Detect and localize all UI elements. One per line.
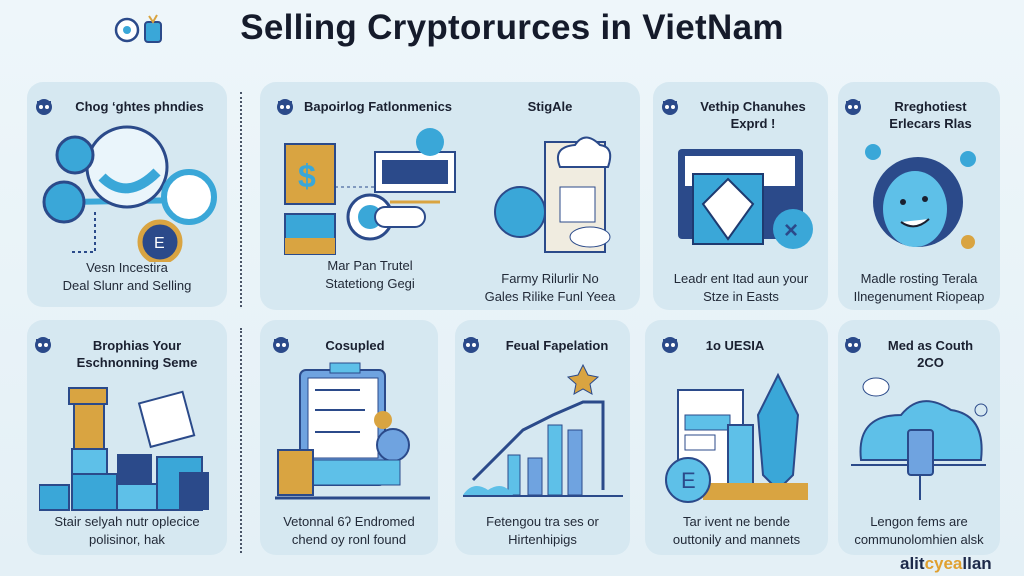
card-description: Vesn Incestira Deal Slunr and Selling bbox=[32, 259, 222, 295]
robot-badge-icon bbox=[463, 337, 479, 353]
dotted-divider bbox=[240, 92, 242, 307]
title-line: Brophias Your bbox=[92, 338, 182, 353]
desc-line: Ilnegenument Riopeap bbox=[853, 289, 985, 304]
desc-line: Stze in Easts bbox=[703, 289, 779, 304]
dotted-divider bbox=[240, 328, 242, 553]
card-title: Chog ‘ghtes phndies bbox=[75, 99, 204, 114]
card-title: 1o UESIA bbox=[705, 338, 765, 353]
logo-part: cyea bbox=[924, 554, 963, 573]
title-line: Med as Couth bbox=[887, 338, 974, 353]
card-description: Mar Pan Trutel Statetiong Gegi bbox=[280, 257, 460, 293]
card-description: Farmy Rilurlir No Gales Rilike Funl Yeea bbox=[465, 270, 635, 306]
desc-line: Lengon fems are bbox=[870, 514, 968, 529]
brand-logo: alitcyeallan bbox=[900, 554, 992, 574]
desc-line: Gales Rilike Funl Yeea bbox=[484, 289, 616, 304]
card-description: Stair selyah nutr oplecice polisinor, ha… bbox=[32, 513, 222, 549]
title-line: Rreghotiest bbox=[894, 99, 967, 114]
robot-badge-icon bbox=[273, 337, 289, 353]
robot-badge-icon bbox=[845, 337, 861, 353]
card-uesia: 1o UESIA E Tar ivent ne bende outtonily … bbox=[645, 320, 828, 555]
card-chog-ghtes: Chog ‘ghtes phndies E Vesn Incestira Dea… bbox=[27, 82, 227, 307]
desc-line: Deal Slunr and Selling bbox=[62, 278, 192, 293]
card-title: Bapoirlog Fatlonmenics bbox=[303, 99, 453, 114]
card-title: Brophias Your Eschnonning Seme bbox=[52, 337, 222, 371]
network-illustration: E bbox=[42, 125, 217, 262]
card-rreghotiest: Rreghotiest Erlecars Rlas Madle rosting … bbox=[838, 82, 1000, 310]
finance-illustration: $ bbox=[284, 128, 456, 255]
card-med-as-couth: Med as Couth 2CO Lengon fems are communo… bbox=[838, 320, 1000, 555]
person-face-illustration bbox=[865, 144, 976, 249]
card-title: StigAle bbox=[527, 99, 573, 114]
robot-badge-icon bbox=[845, 99, 861, 115]
page-title: Selling Cryptorurces in VietNam bbox=[240, 8, 784, 47]
robot-badge-icon bbox=[36, 99, 52, 115]
desc-line: Madle rosting Terala bbox=[860, 271, 978, 286]
robot-badge-icon bbox=[35, 337, 51, 353]
card-description: Madle rosting Terala Ilnegenument Riopea… bbox=[840, 270, 998, 306]
desc-line: Mar Pan Trutel bbox=[327, 258, 413, 273]
title-line: Erlecars Rlas bbox=[889, 116, 972, 131]
card-cosupled: Cosupled Vetonnal 6ʔ Endromed chend oy r… bbox=[260, 320, 438, 555]
desc-line: Vesn Incestira bbox=[86, 260, 168, 275]
desc-line: Vetonnal 6ʔ Endromed bbox=[283, 514, 415, 529]
card-description: Lengon fems are communolomhien alsk bbox=[838, 513, 1000, 549]
growth-chart-illustration bbox=[463, 363, 623, 497]
card-feual-fapelation: Feual Fapelation Fetengou tra ses or Hir… bbox=[455, 320, 630, 555]
card-brophias: Brophias Your Eschnonning Seme Stair sel… bbox=[27, 320, 227, 555]
title-line: Exprd ! bbox=[730, 116, 776, 131]
card-bapoirlog: Bapoirlog Fatlonmenics StigAle $ Mar Pan… bbox=[260, 82, 640, 310]
boxes-illustration bbox=[39, 387, 209, 511]
clipboard-illustration bbox=[275, 362, 430, 500]
robot-badge-icon bbox=[277, 99, 293, 115]
card-title: Rreghotiest Erlecars Rlas bbox=[863, 98, 998, 132]
card-title: Vethip Chanuhes Exprd ! bbox=[683, 98, 823, 132]
robot-badge-icon bbox=[662, 337, 678, 353]
logo-part: llan bbox=[962, 554, 992, 573]
svg-text:$: $ bbox=[298, 158, 316, 194]
desc-line: Statetiong Gegi bbox=[325, 276, 415, 291]
desc-line: communolomhien alsk bbox=[854, 532, 984, 547]
card-title: Cosupled bbox=[325, 338, 385, 353]
title-line: 2CO bbox=[917, 355, 944, 370]
card-description: Fetengou tra ses or Hirtenhipigs bbox=[455, 513, 630, 549]
desc-line: Hirtenhipigs bbox=[508, 532, 577, 547]
desc-line: chend oy ronl found bbox=[291, 532, 407, 547]
rocket-illustration: E bbox=[665, 372, 808, 503]
laptop-shield-illustration: × bbox=[678, 149, 813, 249]
card-title: Feual Fapelation bbox=[505, 338, 609, 353]
svg-text:E: E bbox=[681, 468, 696, 493]
cloud-device-illustration bbox=[851, 377, 988, 500]
card-title: Med as Couth 2CO bbox=[863, 337, 998, 371]
logo-part: alit bbox=[900, 554, 925, 573]
svg-text:×: × bbox=[784, 217, 798, 244]
card-description: Vetonnal 6ʔ Endromed chend oy ronl found bbox=[260, 513, 438, 549]
robot-badge-icon bbox=[662, 99, 678, 115]
title-line: Eschnonning Seme bbox=[76, 355, 198, 370]
desc-line: Tar ivent ne bende bbox=[683, 514, 790, 529]
desc-line: Leadr ent Itad aun your bbox=[673, 271, 809, 286]
desc-line: outtonily and mannets bbox=[672, 532, 801, 547]
title-robot-icon bbox=[114, 14, 162, 43]
svg-text:E: E bbox=[154, 235, 165, 252]
card-vethip-chanuhes: Vethip Chanuhes Exprd ! × Leadr ent Itad… bbox=[653, 82, 828, 310]
card-description: Tar ivent ne bende outtonily and mannets bbox=[645, 513, 828, 549]
desc-line: Fetengou tra ses or bbox=[486, 514, 599, 529]
card-description: Leadr ent Itad aun your Stze in Easts bbox=[656, 270, 826, 306]
desc-line: Stair selyah nutr oplecice bbox=[54, 514, 200, 529]
desc-line: polisinor, hak bbox=[89, 532, 165, 547]
title-line: Vethip Chanuhes bbox=[700, 99, 806, 114]
cloud-document-illustration bbox=[494, 136, 612, 253]
desc-line: Farmy Rilurlir No bbox=[501, 271, 599, 286]
